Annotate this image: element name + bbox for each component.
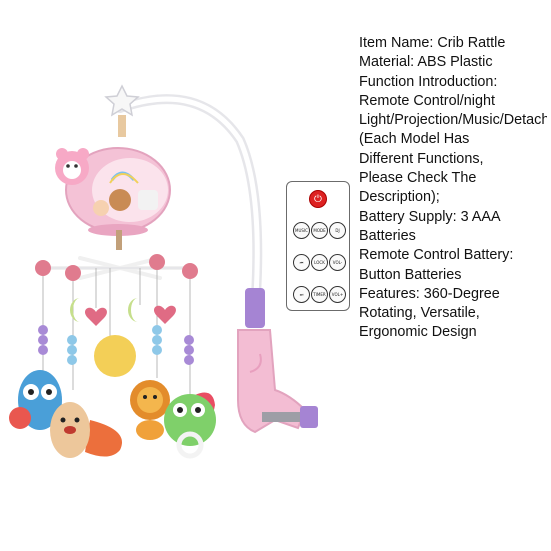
owl-rattle [9, 370, 62, 430]
dinosaur-rattle [164, 392, 216, 459]
volume-down-button[interactable]: VOL- [329, 254, 346, 271]
volume-up-button[interactable]: VOL+ [329, 286, 346, 303]
dj-button[interactable]: DJ [329, 222, 346, 239]
description-line: Batteries [359, 227, 416, 244]
description-line: Remote Control/night [359, 92, 495, 109]
power-button[interactable]: ⏻ [309, 190, 327, 208]
description-line: Please Check The [359, 170, 477, 187]
next-button[interactable]: ⏭ [293, 286, 310, 303]
mode-button[interactable]: MODE [311, 222, 328, 239]
description-line: Light/Projection/Music/Detachable [359, 112, 547, 129]
description-line: Different Functions, [359, 150, 484, 167]
moon-ball [94, 335, 136, 377]
description-line: Item Name: Crib Rattle [359, 35, 506, 51]
star-decoration [104, 84, 140, 117]
crib-mobile-product-image [9, 84, 318, 459]
description-line: Rotating, Versatile, [359, 305, 480, 322]
description-line: Battery Supply: 3 AAA [359, 208, 501, 225]
description-line: Button Batteries [359, 266, 462, 283]
bar-end-ball [35, 260, 51, 276]
previous-button[interactable]: ⏮ [293, 254, 310, 271]
music-button[interactable]: MUSIC [293, 222, 310, 239]
moon-decoration [70, 298, 80, 322]
description-line: Function Introduction: [359, 73, 498, 90]
description-line: Material: ABS Plastic [359, 54, 493, 71]
power-icon: ⏻ [314, 193, 322, 205]
description-line: Features: 360-Degree [359, 285, 500, 302]
product-description: Item Name: Crib Rattle Material: ABS Pla… [359, 34, 547, 343]
lion-rattle [130, 380, 170, 440]
description-line: Remote Control Battery: [359, 247, 514, 264]
remote-control: ⏻ MUSIC MODE DJ ⏮ LOCK VOL- ⏭ TIMER VOL+ [286, 181, 350, 311]
description-line: (Each Model Has [359, 131, 470, 148]
crib-clamp [237, 329, 307, 434]
lock-button[interactable]: LOCK [311, 254, 328, 271]
timer-button[interactable]: TIMER [311, 286, 328, 303]
description-line: Ergonomic Design [359, 324, 477, 341]
squirrel-rattle [50, 402, 122, 458]
heart-decoration [85, 307, 107, 326]
description-line: Description); [359, 189, 440, 206]
